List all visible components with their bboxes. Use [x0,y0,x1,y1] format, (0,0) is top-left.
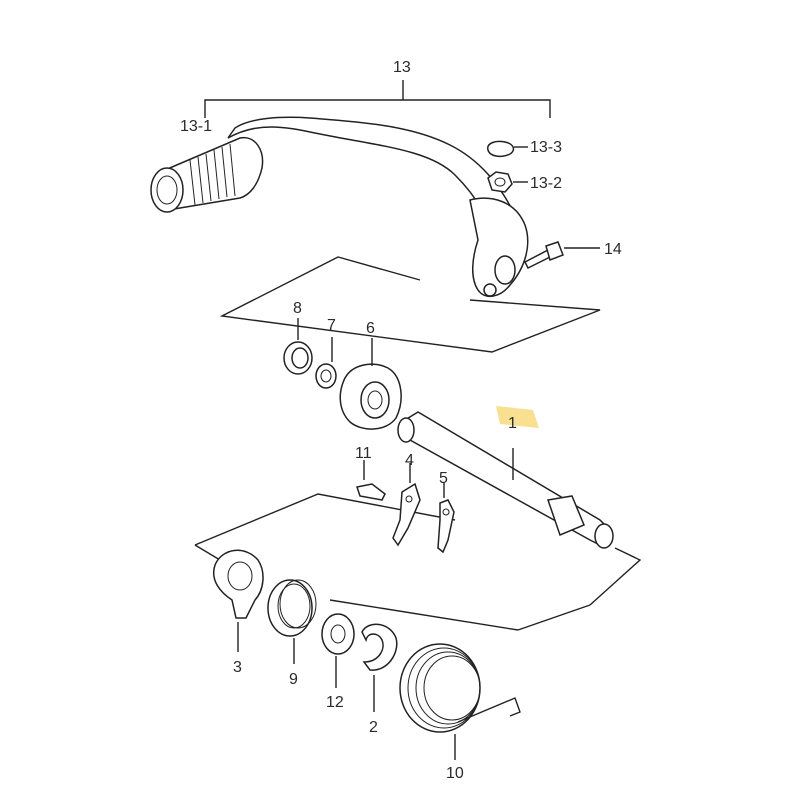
upper-reference-plane [219,256,601,353]
label-13-3: 13-3 [530,139,562,156]
part-10-return-spring[interactable] [399,643,521,760]
part-3-drive-gear[interactable] [213,549,264,652]
label-10: 10 [446,765,464,782]
label-14: 14 [604,241,622,258]
part-8-oil-seal[interactable] [283,318,313,375]
label-5: 5 [439,470,448,487]
label-4: 4 [405,452,414,469]
part-13-3-circlip[interactable] [487,140,528,158]
label-13-2: 13-2 [530,175,562,192]
kick-lever-assembly[interactable] [150,80,551,297]
label-6: 6 [366,320,375,337]
part-14-bolt[interactable] [523,241,600,270]
label-13: 13 [393,59,411,76]
part-13-2-nut[interactable] [487,171,528,193]
part-1-kick-shaft[interactable] [397,411,614,549]
part-2-circlip[interactable] [361,623,398,712]
part-5-plate[interactable] [437,482,455,554]
part-6-ratchet-gear[interactable] [339,338,402,430]
label-13-bracket [204,99,551,118]
label-7: 7 [327,317,336,334]
label-3: 3 [233,659,242,676]
part-12-washer[interactable] [321,613,355,688]
label-1: 1 [508,415,517,432]
part-4-stopper[interactable] [392,463,421,547]
label-8: 8 [293,300,302,317]
label-12: 12 [326,694,344,711]
part-11-bolt[interactable] [356,460,386,501]
highlight-marker [496,406,539,428]
part-9-spring[interactable] [267,579,317,664]
label-9: 9 [289,671,298,688]
part-7-washer[interactable] [315,337,337,389]
label-2: 2 [369,719,378,736]
label-11: 11 [355,445,372,462]
label-13-1: 13-1 [180,118,212,135]
